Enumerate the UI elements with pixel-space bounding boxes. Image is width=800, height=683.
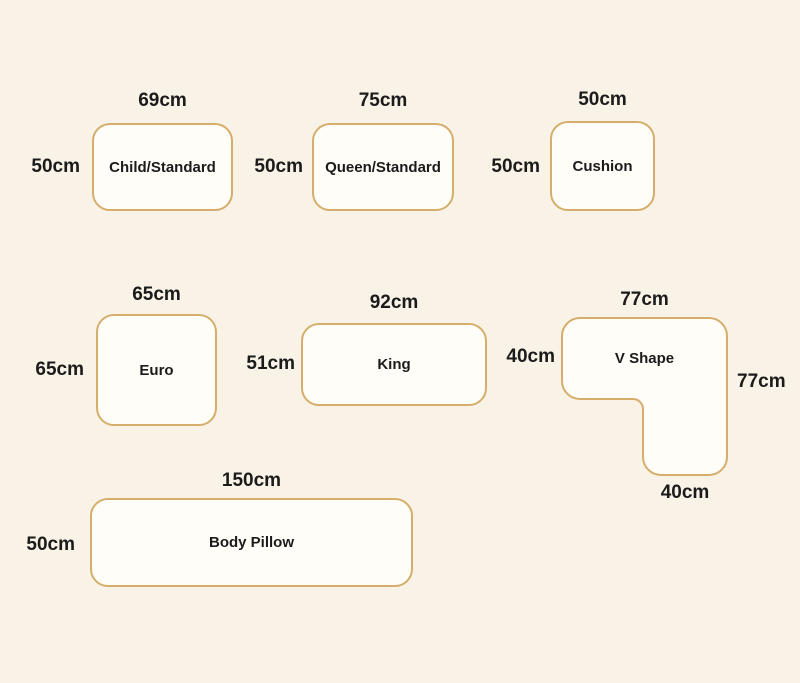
- cushion-width-label: 50cm: [578, 89, 627, 110]
- vshape-bottom-label: 40cm: [660, 482, 710, 503]
- king-width-label: 92cm: [369, 292, 419, 313]
- queen-standard-name: Queen/Standard: [325, 158, 441, 176]
- queen-standard-pillow: Queen/Standard: [312, 123, 454, 211]
- cushion-name: Cushion: [572, 157, 633, 175]
- king-height-label: 51cm: [246, 353, 295, 374]
- queen-standard-width-label: 75cm: [358, 90, 408, 111]
- vshape-pillow: V Shape: [561, 317, 728, 476]
- body-pillow-height-label: 50cm: [26, 534, 75, 555]
- king-name: King: [377, 356, 411, 373]
- euro-width-label: 65cm: [132, 284, 181, 305]
- cushion-height-label: 50cm: [491, 156, 540, 177]
- vshape-right-label: 77cm: [737, 371, 786, 392]
- vshape-name: V Shape: [614, 350, 675, 367]
- euro-name: Euro: [139, 361, 174, 379]
- king-pillow: King: [301, 323, 487, 406]
- body-pillow-name: Body Pillow: [208, 534, 294, 551]
- vshape-top-label: 77cm: [620, 289, 669, 310]
- body-pillow: Body Pillow: [90, 498, 413, 587]
- body-pillow-width-label: 150cm: [221, 470, 282, 491]
- child-standard-pillow: Child/Standard: [92, 123, 233, 211]
- euro-pillow: Euro: [96, 314, 217, 426]
- child-standard-name: Child/Standard: [109, 158, 216, 176]
- child-standard-height-label: 50cm: [31, 156, 80, 177]
- euro-height-label: 65cm: [35, 359, 84, 380]
- child-standard-width-label: 69cm: [138, 90, 187, 111]
- queen-standard-height-label: 50cm: [254, 156, 303, 177]
- cushion-pillow: Cushion: [550, 121, 655, 211]
- vshape-outline: [561, 317, 728, 476]
- vshape-left-label: 40cm: [506, 346, 555, 367]
